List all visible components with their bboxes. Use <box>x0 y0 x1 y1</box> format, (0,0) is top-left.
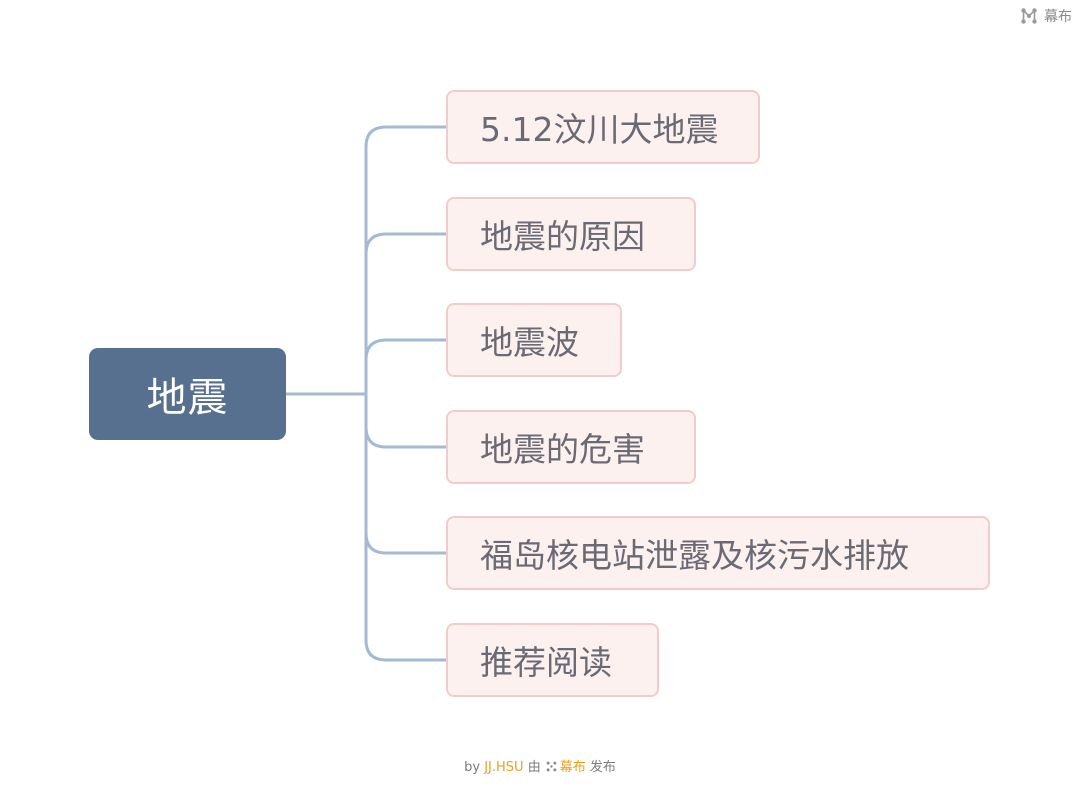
connector-branch-0 <box>364 125 448 149</box>
mubu-mini-icon <box>546 761 557 772</box>
child-node-label: 地震波 <box>480 323 579 362</box>
child-node-earthquake-causes[interactable]: 地震的原因 <box>446 197 696 271</box>
footer-author-link[interactable]: JJ.HSU <box>484 760 524 775</box>
child-node-recommended-reading[interactable]: 推荐阅读 <box>446 623 659 697</box>
child-node-label: 福岛核电站泄露及核污水排放 <box>480 536 909 575</box>
connector-branch-5 <box>364 638 448 662</box>
connector-branch-4 <box>364 531 448 555</box>
footer-credit: by JJ.HSU 由 幕布 发布 <box>0 756 1080 775</box>
brand-label: 幕布 <box>1044 9 1072 25</box>
child-node-wenchuan-earthquake[interactable]: 5.12汶川大地震 <box>446 90 760 164</box>
footer-suffix: 发布 <box>589 760 616 775</box>
root-node-label: 地震 <box>146 375 229 421</box>
child-node-label: 5.12汶川大地震 <box>480 110 719 149</box>
connector-branch-3 <box>364 425 448 449</box>
connector-branch-1 <box>364 232 448 256</box>
footer-brand-link[interactable]: 幕布 <box>559 760 586 775</box>
child-node-label: 地震的原因 <box>480 217 645 256</box>
root-node[interactable]: 地震 <box>89 348 286 440</box>
footer-prefix: by <box>464 760 481 775</box>
footer-middle: 由 <box>527 760 541 775</box>
child-node-earthquake-hazards[interactable]: 地震的危害 <box>446 410 696 484</box>
connector-branch-2 <box>364 338 448 362</box>
child-node-label: 推荐阅读 <box>480 643 612 682</box>
child-node-fukushima[interactable]: 福岛核电站泄露及核污水排放 <box>446 516 990 590</box>
child-node-label: 地震的危害 <box>480 430 645 469</box>
mubu-logo-icon <box>1021 8 1037 24</box>
brand-badge[interactable]: 幕布 <box>1020 6 1072 26</box>
child-node-seismic-waves[interactable]: 地震波 <box>446 303 622 377</box>
